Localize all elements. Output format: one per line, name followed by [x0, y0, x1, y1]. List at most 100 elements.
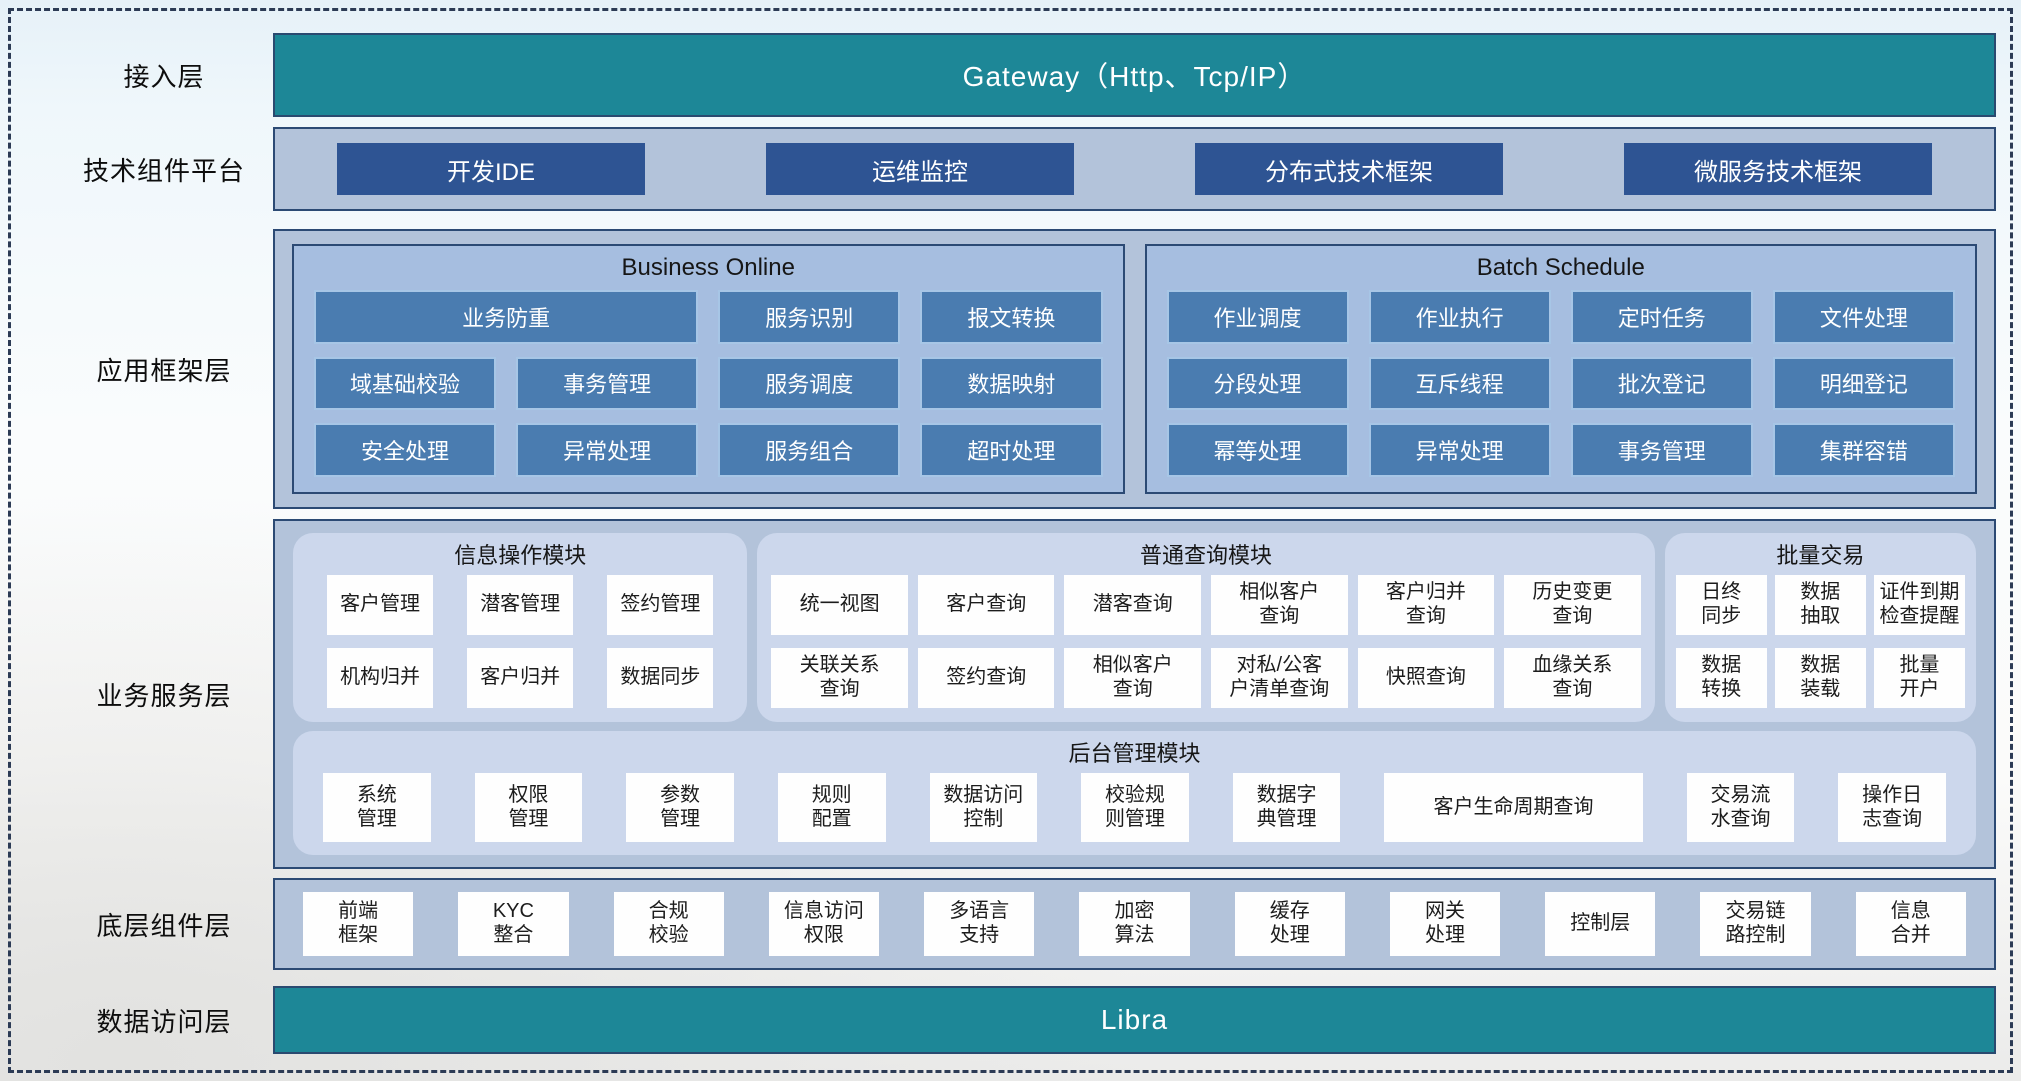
service-box: 数据同步 [607, 648, 714, 708]
gateway-bar: Gateway（Http、Tcp/IP） [273, 33, 1996, 117]
framework-box: 事务管理 [516, 356, 699, 411]
service-box: 客户查询 [917, 575, 1055, 635]
business-service-row: 业务服务层 信息操作模块 客户管理 潜客管理 签约管理 机构归并 客户归并 [11, 519, 1996, 869]
component-box: 合规 校验 [613, 892, 724, 956]
framework-box: 集群容错 [1772, 423, 1955, 477]
framework-box: 文件处理 [1772, 290, 1955, 344]
service-box: 数据 转换 [1675, 648, 1767, 708]
component-box: 多语言 支持 [924, 892, 1035, 956]
layer-label-business-service: 业务服务层 [96, 680, 232, 711]
data-access-row: 数据访问层 Libra [11, 986, 1996, 1054]
app-framework-row: 应用框架层 Business Online 业务防重 服务识别 报文转换 域基础… [11, 229, 1996, 509]
base-component-row: 底层组件层 前端 框架 KYC 整合 合规 校验 信息访问 权限 多语言 支持 … [11, 878, 1996, 970]
framework-box: 报文转换 [920, 290, 1103, 344]
service-box: 签约查询 [917, 648, 1055, 708]
component-box: 交易链 路控制 [1700, 892, 1811, 956]
service-box: 客户归并 [467, 648, 574, 708]
service-box: 客户管理 [327, 575, 434, 635]
service-box: 快照查询 [1357, 648, 1495, 708]
service-box: 权限 管理 [474, 773, 583, 842]
service-box: 相似客户 查询 [1064, 648, 1202, 708]
framework-box: 服务识别 [718, 290, 901, 344]
layer-label-tech-platform: 技术组件平台 [82, 155, 245, 186]
framework-box: 服务组合 [718, 423, 901, 477]
service-box: 机构归并 [327, 648, 434, 708]
framework-box: 作业执行 [1368, 290, 1551, 344]
service-box: 操作日 志查询 [1838, 773, 1946, 842]
tech-item: 开发IDE [337, 143, 645, 195]
layer-label-access: 接入层 [123, 61, 205, 92]
service-box: 相似客户 查询 [1211, 575, 1348, 635]
common-query-module: 普通查询模块 统一视图 客户查询 潜客查询 相似客户 查询 客户归并 查询 历史… [757, 533, 1655, 722]
tech-item: 微服务技术框架 [1624, 143, 1932, 195]
admin-module: 后台管理模块 系统 管理 权限 管理 参数 管理 规则 配置 数据访问 控制 校… [293, 731, 1976, 855]
framework-box: 服务调度 [718, 356, 901, 411]
framework-box: 明细登记 [1772, 356, 1955, 411]
service-box: 客户生命周期查询 [1384, 773, 1643, 842]
service-box: 参数 管理 [626, 773, 734, 842]
component-box: KYC 整合 [458, 892, 569, 956]
module-title: 信息操作模块 [454, 543, 587, 568]
service-box: 校验规 则管理 [1081, 773, 1189, 842]
component-box: 缓存 处理 [1234, 892, 1345, 956]
service-box: 数据字 典管理 [1232, 773, 1341, 842]
framework-box: 作业调度 [1166, 290, 1349, 344]
layer-label-app-framework: 应用框架层 [96, 355, 232, 386]
architecture-diagram: 接入层 Gateway（Http、Tcp/IP） 技术组件平台 开发IDE 运维… [11, 11, 2010, 1070]
component-box: 控制层 [1545, 892, 1656, 956]
framework-box: 异常处理 [1368, 423, 1551, 477]
layer-label-data-access: 数据访问层 [96, 1006, 232, 1037]
framework-box: 安全处理 [314, 423, 497, 477]
info-operation-module: 信息操作模块 客户管理 潜客管理 签约管理 机构归并 客户归并 数据同步 [293, 533, 748, 722]
batch-transaction-module: 批量交易 日终 同步 数据 抽取 证件到期 检查提醒 数据 转换 数据 装载 批… [1664, 533, 1976, 722]
module-title: 普通查询模块 [1140, 543, 1273, 568]
framework-box: 超时处理 [920, 423, 1103, 477]
tech-platform-row: 技术组件平台 开发IDE 运维监控 分布式技术框架 微服务技术框架 [11, 127, 1996, 211]
service-box: 批量 开户 [1873, 648, 1965, 708]
module-title: 后台管理模块 [1068, 741, 1201, 766]
framework-box: 业务防重 [314, 290, 699, 344]
framework-box: 数据映射 [920, 356, 1103, 411]
framework-box: 分段处理 [1166, 356, 1349, 411]
service-box: 日终 同步 [1675, 575, 1767, 635]
access-layer-row: 接入层 Gateway（Http、Tcp/IP） [11, 33, 1996, 117]
service-box: 潜客查询 [1064, 575, 1202, 635]
tech-platform-container: 开发IDE 运维监控 分布式技术框架 微服务技术框架 [275, 129, 1994, 209]
framework-box: 域基础校验 [314, 356, 497, 411]
service-box: 血缘关系 查询 [1504, 648, 1641, 708]
service-box: 交易流 水查询 [1686, 773, 1795, 842]
component-box: 网关 处理 [1389, 892, 1501, 956]
service-box: 关联关系 查询 [771, 648, 908, 708]
component-box: 前端 框架 [303, 892, 414, 956]
framework-box: 定时任务 [1570, 290, 1753, 344]
component-box: 信息 合并 [1855, 892, 1966, 956]
tech-item: 分布式技术框架 [1195, 143, 1503, 195]
layer-label-base-component: 底层组件层 [96, 910, 232, 941]
framework-box: 批次登记 [1570, 356, 1753, 411]
component-box: 信息访问 权限 [768, 892, 880, 956]
framework-box: 事务管理 [1570, 423, 1753, 477]
service-box: 客户归并 查询 [1357, 575, 1495, 635]
batch-schedule-title: Batch Schedule [1476, 254, 1645, 281]
framework-box: 互斥线程 [1368, 356, 1551, 411]
service-box: 历史变更 查询 [1504, 575, 1641, 635]
tech-item: 运维监控 [766, 143, 1074, 195]
service-box: 数据 抽取 [1774, 575, 1866, 635]
service-box: 对私/公客 户清单查询 [1211, 648, 1348, 708]
module-title: 批量交易 [1776, 543, 1865, 568]
framework-box: 幂等处理 [1166, 423, 1349, 477]
business-online-title: Business Online [621, 254, 795, 281]
service-box: 数据访问 控制 [929, 773, 1038, 842]
service-box: 系统 管理 [323, 773, 431, 842]
service-box: 规则 配置 [777, 773, 886, 842]
libra-bar: Libra [273, 986, 1996, 1054]
business-online-panel: Business Online 业务防重 服务识别 报文转换 域基础校验 事务管… [292, 244, 1125, 494]
service-box: 数据 装载 [1774, 648, 1866, 708]
batch-schedule-panel: Batch Schedule 作业调度 作业执行 定时任务 文件处理 分段处理 … [1144, 244, 1977, 494]
framework-box: 异常处理 [516, 423, 699, 477]
service-box: 证件到期 检查提醒 [1873, 575, 1965, 635]
service-box: 潜客管理 [467, 575, 574, 635]
service-box: 签约管理 [607, 575, 714, 635]
service-box: 统一视图 [771, 575, 908, 635]
component-box: 加密 算法 [1079, 892, 1190, 956]
